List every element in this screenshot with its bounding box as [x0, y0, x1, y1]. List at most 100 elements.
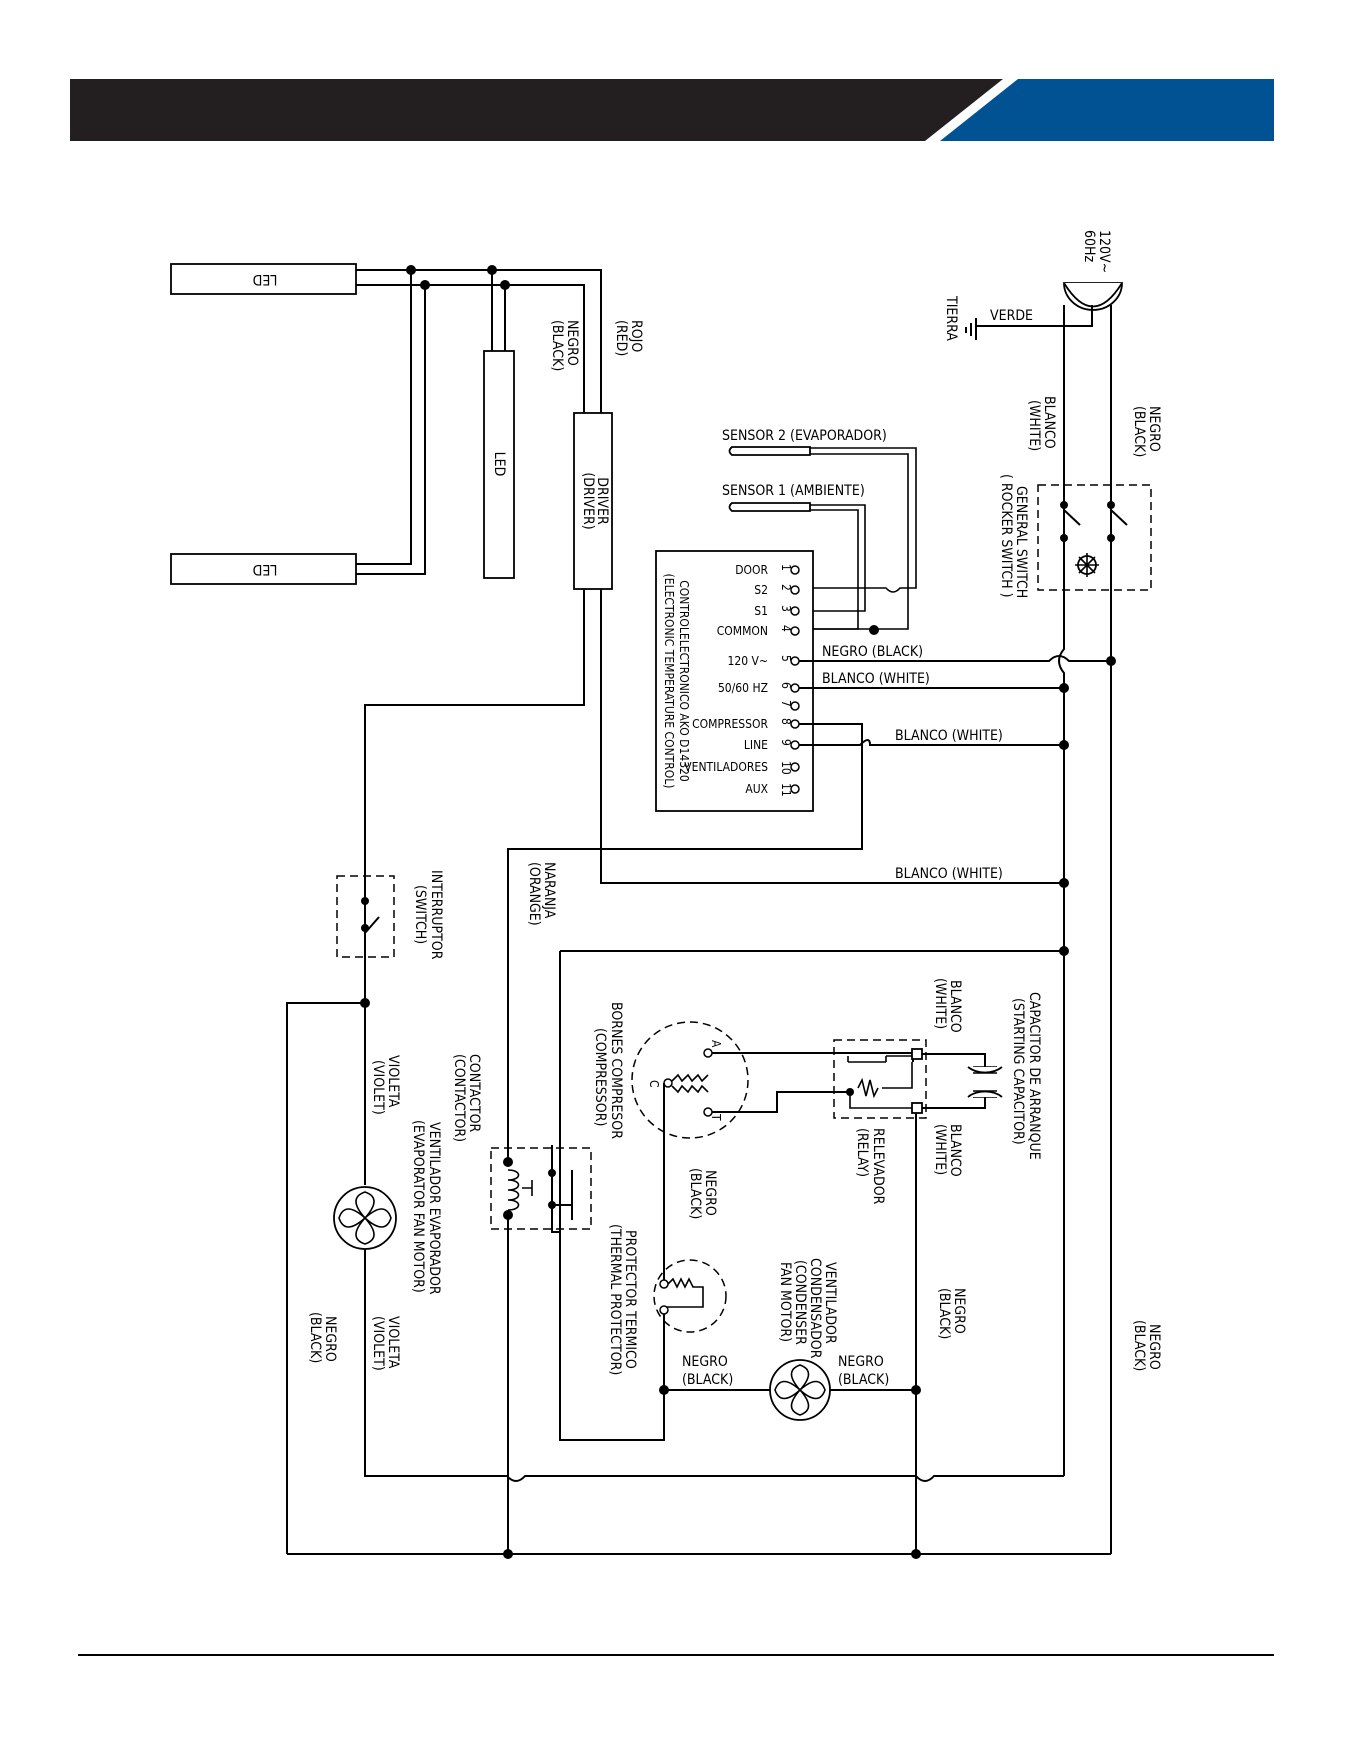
- terminal-number: 2: [779, 584, 793, 591]
- black-driver-label: (BLACK): [549, 320, 565, 371]
- protector-label: PROTECTOR TERMICO: [622, 1230, 638, 1369]
- orange-label: (ORANGE): [526, 862, 542, 926]
- negro-main-label: NEGRO: [1146, 406, 1162, 452]
- frequency-label: 60Hz: [1081, 230, 1097, 262]
- terminal-label: COMPRESSOR: [692, 717, 768, 731]
- violeta-2-label: VIOLETA: [385, 1316, 401, 1369]
- terminal-number: 4: [779, 625, 793, 632]
- vent-evap-label: VENTILADOR EVAPORADOR: [426, 1122, 442, 1295]
- terminal-number: 8: [779, 718, 793, 725]
- controller-label-en: (ELECTRONIC TEMPERATURE CONTROL): [662, 574, 676, 789]
- black-fan-left-label: (BLACK): [682, 1372, 733, 1388]
- led-middle-label: LED: [491, 452, 507, 477]
- rocker-switch-label: ( ROCKER SWITCH ): [998, 474, 1014, 598]
- led-bottom-label: LED: [253, 561, 278, 577]
- rojo-label: ROJO: [628, 320, 644, 352]
- terminal-label: DOOR: [735, 563, 768, 577]
- black-fan-right-label: (BLACK): [838, 1372, 889, 1388]
- vent-cond-2: CONDENSADOR: [807, 1258, 823, 1359]
- terminal-label: S1: [754, 604, 768, 618]
- terminal-number: 6: [779, 682, 793, 689]
- black-bottom-left-label: (BLACK): [307, 1312, 323, 1363]
- led-top: [170, 263, 357, 295]
- terminal-c-label: C: [647, 1080, 661, 1088]
- capacitor-en-label: (STARTING CAPACITOR): [1010, 998, 1026, 1145]
- verde-label: VERDE: [990, 308, 1033, 324]
- sensor2-probe: [728, 446, 811, 456]
- terminal-label: VENTILADORES: [684, 760, 768, 774]
- black-main-label: (BLACK): [1131, 406, 1147, 457]
- terminal-4: COMMON 4: [717, 624, 800, 638]
- negro-mid-label: NEGRO: [951, 1288, 967, 1334]
- protector-en-label: (THERMAL PROTECTOR): [607, 1224, 623, 1375]
- relay: [833, 1039, 927, 1119]
- general-switch-label: GENERAL SWITCH: [1013, 486, 1029, 598]
- vent-cond-1: VENTILADOR: [822, 1262, 838, 1344]
- led-middle: [483, 350, 515, 579]
- black-comp-label: (BLACK): [687, 1168, 703, 1219]
- negro-driver-label: NEGRO: [564, 320, 580, 366]
- blanco-white-mid: BLANCO (WHITE): [895, 866, 1003, 882]
- thermal-protector: [653, 1259, 727, 1333]
- negro-right-label: NEGRO: [1146, 1324, 1162, 1370]
- terminal-6: 50/60 HZ 6: [718, 681, 800, 695]
- violet-1-label: (VIOLET): [370, 1060, 386, 1115]
- terminal-t-label: T: [709, 1113, 723, 1121]
- terminal-label: 50/60 HZ: [718, 681, 768, 695]
- terminal-a-label: A: [709, 1040, 723, 1048]
- header-bar: [70, 79, 1274, 141]
- violet-2-label: (VIOLET): [370, 1316, 386, 1371]
- terminal-number: 11: [779, 783, 793, 797]
- voltage-label: 120V~: [1096, 230, 1112, 273]
- terminal-label: AUX: [745, 782, 768, 796]
- white-cap-top-label: (WHITE): [932, 978, 948, 1029]
- black-mid-label: (BLACK): [936, 1288, 952, 1339]
- white-cap-bot-label: (WHITE): [932, 1124, 948, 1175]
- red-label: (RED): [613, 320, 629, 356]
- negro-comp-label: NEGRO: [702, 1170, 718, 1216]
- terminal-8: COMPRESSOR 8: [692, 717, 800, 731]
- interruptor-switch[interactable]: [336, 875, 395, 958]
- terminal-1: DOOR 1: [735, 563, 800, 577]
- capacitor-label: CAPACITOR DE ARRANQUE: [1026, 992, 1042, 1160]
- header-dark-band: [70, 79, 1003, 141]
- tierra-label: TIERRA: [943, 295, 959, 341]
- terminal-label: LINE: [744, 738, 768, 752]
- sensor1-probe: [728, 502, 811, 512]
- terminal-label: S2: [754, 583, 768, 597]
- relevador-en-label: (RELAY): [854, 1128, 870, 1177]
- vent-cond-3: (CONDENSER: [792, 1260, 808, 1345]
- compressor-terminals: [631, 1021, 749, 1139]
- sensor2-label: SENSOR 2 (EVAPORADOR): [722, 428, 887, 444]
- negro-fan-right-label: NEGRO: [838, 1354, 884, 1370]
- naranja-label: NARANJA: [541, 862, 557, 919]
- driver-label-en: (DRIVER): [580, 472, 596, 529]
- terminal-number: 1: [779, 564, 793, 571]
- blanco-white-9-label: BLANCO (WHITE): [895, 728, 1003, 744]
- terminal-label: 120 V~: [728, 654, 768, 668]
- contactor-label: CONTACTOR: [466, 1054, 482, 1133]
- driver-label: DRIVER: [594, 477, 610, 525]
- general-switch[interactable]: [1037, 484, 1152, 591]
- sensor1-label: SENSOR 1 (AMBIENTE): [722, 483, 865, 499]
- terminal-11: AUX 11: [745, 782, 800, 797]
- vent-evap-en-label: (EVAPORATOR FAN MOTOR): [410, 1120, 426, 1293]
- blanco-cap-bot-label: BLANCO: [947, 1124, 963, 1177]
- terminal-10: VENTILADORES 10: [684, 760, 800, 775]
- relevador-label: RELEVADOR: [870, 1128, 886, 1205]
- contactor-en-label: (CONTACTOR): [451, 1054, 467, 1142]
- controller-label: CONTROLELECTRONICO AKO D14320: [677, 580, 691, 782]
- blanco-cap-top-label: BLANCO: [947, 980, 963, 1033]
- interruptor-en-label: (SWITCH): [412, 885, 428, 944]
- terminal-number: 10: [779, 761, 793, 775]
- black-right-label: (BLACK): [1131, 1320, 1147, 1371]
- negro-black-5-label: NEGRO (BLACK): [822, 644, 923, 660]
- terminal-5: 120 V~ 5: [728, 654, 800, 668]
- terminal-7: 7: [779, 700, 800, 711]
- terminal-label: COMMON: [717, 624, 768, 638]
- terminal-number: 5: [779, 655, 793, 662]
- negro-bottom-left-label: NEGRO: [322, 1316, 338, 1362]
- temperature-controller: [655, 550, 814, 812]
